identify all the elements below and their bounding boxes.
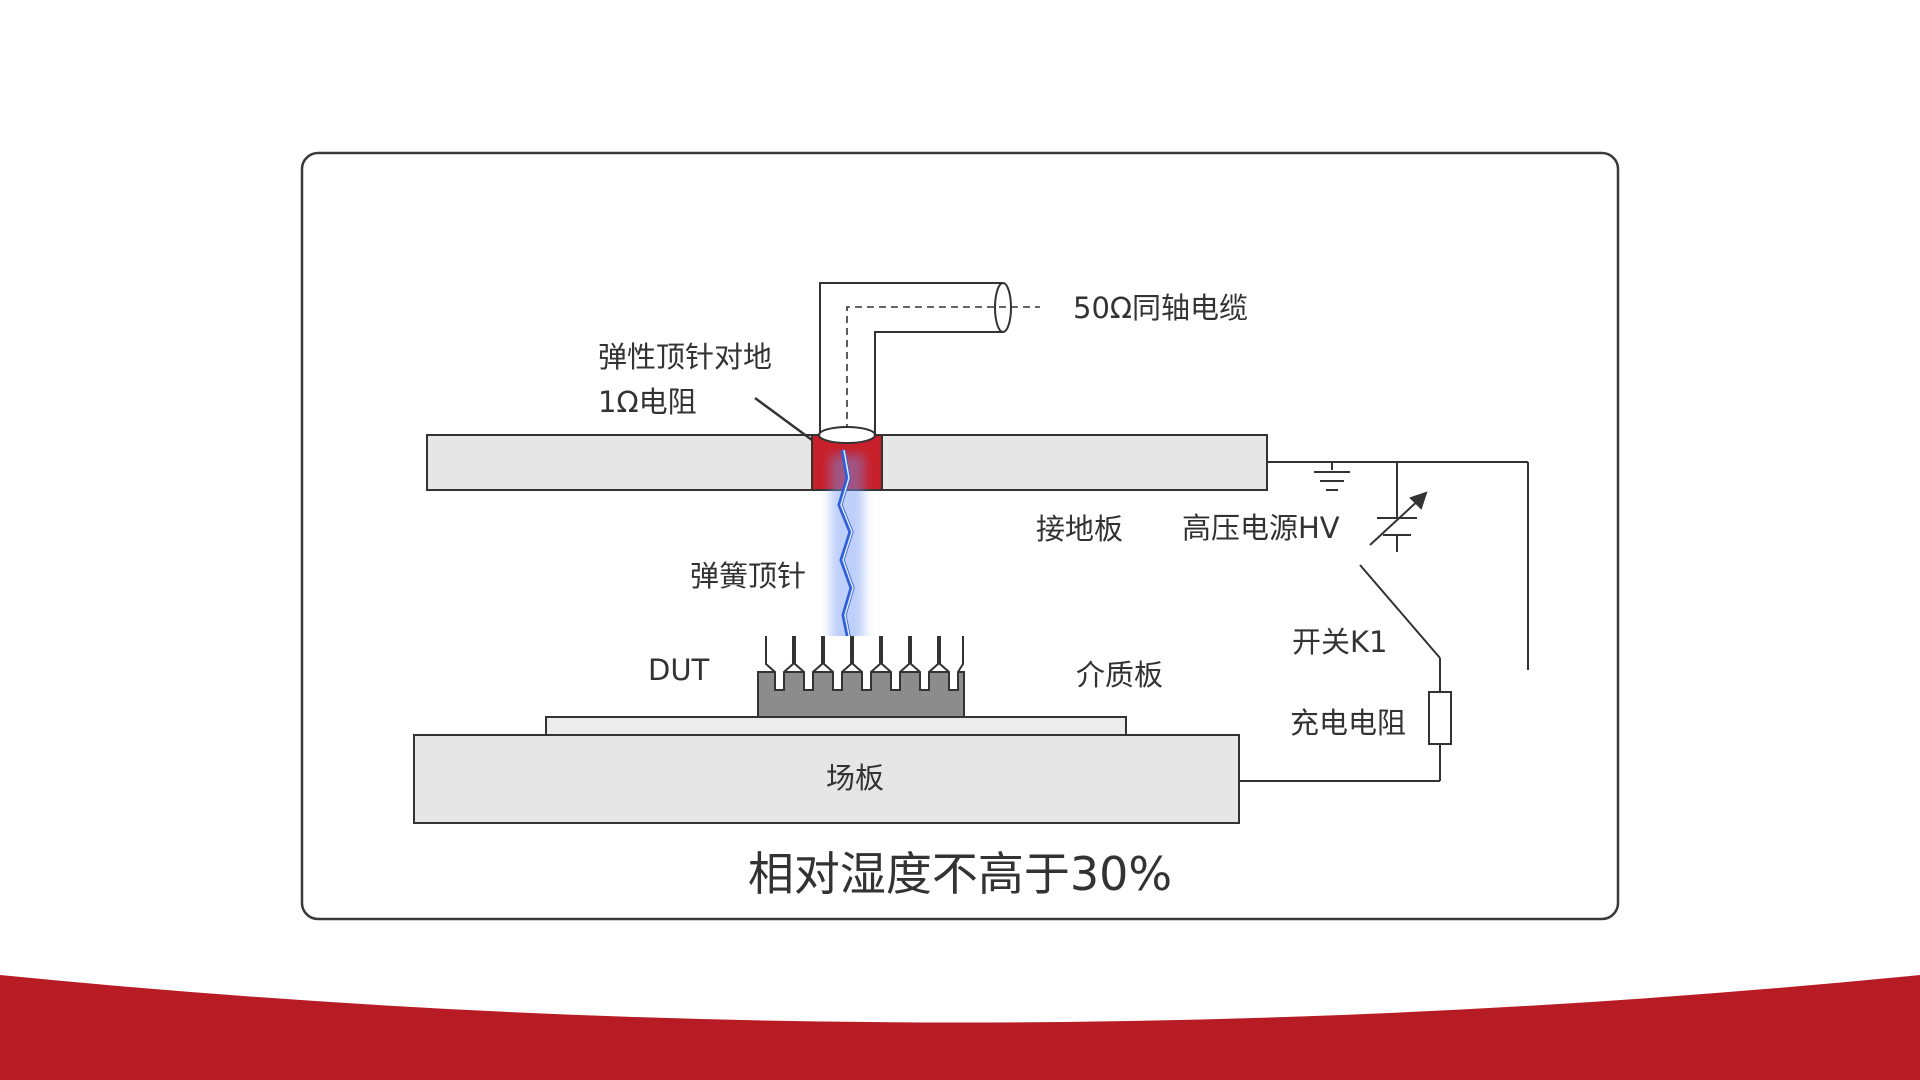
hv-circuit-wiring bbox=[1238, 461, 1529, 782]
dut-device bbox=[757, 636, 965, 718]
switch-label: 开关K1 bbox=[1292, 625, 1387, 659]
hv-source-icon bbox=[1369, 491, 1428, 546]
hv-source-label: 高压电源HV bbox=[1182, 511, 1340, 545]
coax-cable bbox=[819, 282, 1040, 443]
spring-pin-label: 弹簧顶针 bbox=[690, 559, 806, 593]
coax-cable-end bbox=[818, 426, 876, 444]
ground-plate-label: 接地板 bbox=[1036, 512, 1123, 546]
charge-resistor bbox=[1428, 691, 1452, 745]
field-plate-label: 场板 bbox=[826, 761, 884, 795]
charge-resistor-label: 充电电阻 bbox=[1290, 706, 1406, 740]
ground-icon bbox=[1314, 471, 1350, 491]
discharge-arc bbox=[830, 449, 864, 645]
footer-wave-shape bbox=[0, 975, 1920, 1080]
pin-resistor-label-line1: 弹性顶针对地 bbox=[598, 340, 772, 374]
pin-resistor-label-line2: 1Ω电阻 bbox=[598, 385, 697, 419]
resistor-pointer-line bbox=[754, 396, 813, 442]
coax-cable-label: 50Ω同轴电缆 bbox=[1073, 291, 1248, 325]
dielectric-label: 介质板 bbox=[1076, 658, 1163, 692]
dielectric-plate bbox=[545, 716, 1127, 736]
dut-label: DUT bbox=[648, 653, 710, 687]
diagram-caption: 相对湿度不高于30% bbox=[748, 847, 1172, 901]
field-plate bbox=[413, 734, 1240, 824]
